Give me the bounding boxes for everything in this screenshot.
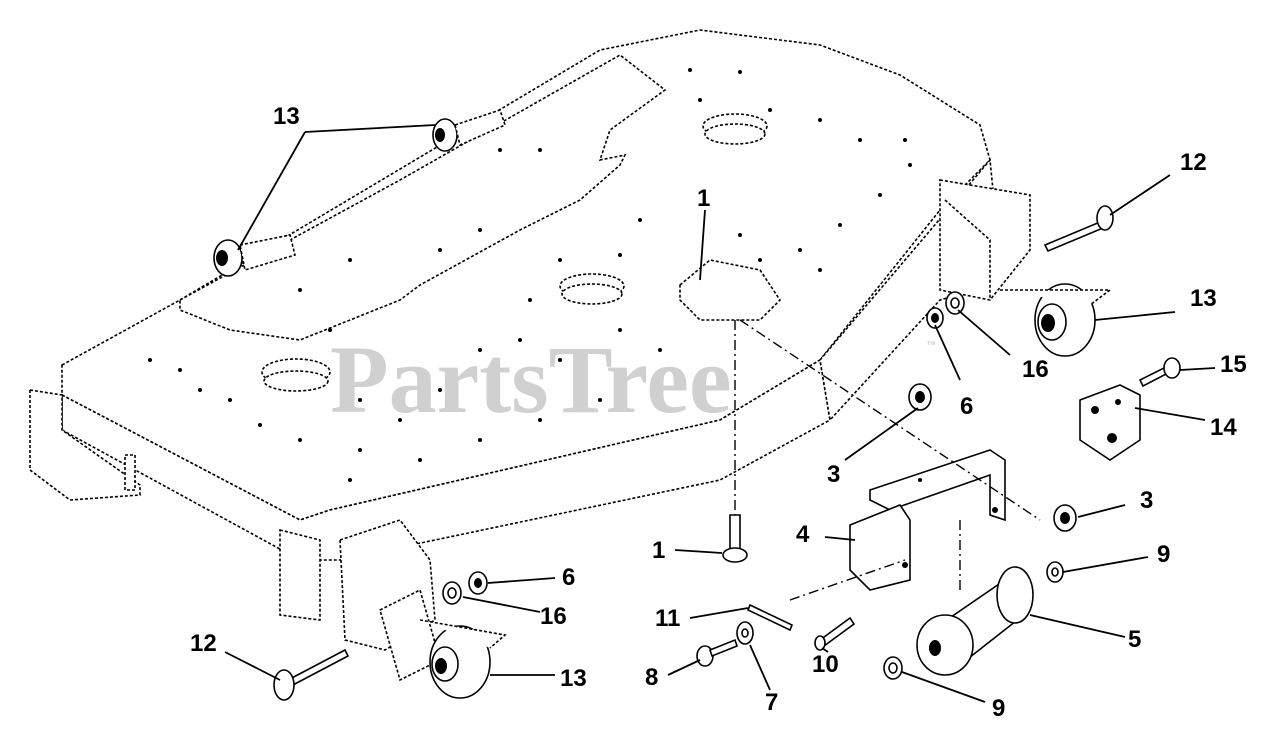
screw-15 [1138, 357, 1181, 388]
pin-10 [814, 616, 856, 651]
roller-5 [916, 566, 1034, 676]
left-nut-6 [468, 571, 488, 595]
callout-1-bottom: 1 [652, 537, 665, 564]
right-nut [926, 307, 944, 329]
watermark-trademark: ™ [926, 340, 936, 351]
right-wheel-bracket [939, 179, 1031, 301]
callout-1-top: 1 [697, 185, 710, 212]
washer-9-top [1046, 561, 1064, 583]
callout-16-left: 16 [540, 603, 567, 630]
right-wheel [1000, 283, 1113, 357]
callout-3-right: 3 [1140, 487, 1153, 514]
nut-3-top [908, 383, 932, 411]
washer-7 [736, 621, 754, 645]
callout-13-top: 13 [273, 103, 300, 130]
left-wheel [419, 619, 507, 699]
right-bolt [1043, 205, 1114, 253]
callout-5: 5 [1128, 626, 1141, 653]
callout-8: 8 [645, 664, 658, 691]
callout-6-left: 6 [562, 564, 575, 591]
callout-16-right: 16 [1022, 356, 1049, 383]
callout-12-right: 12 [1180, 149, 1207, 176]
callouts: 13 1 12 13 16 6 15 14 3 3 4 1 9 6 16 11 … [190, 103, 1247, 722]
left-bolt-12 [273, 648, 350, 701]
washer-9-bottom [883, 656, 903, 680]
rear-wheel-upper [432, 108, 506, 152]
plate-14 [1079, 384, 1141, 461]
bolt-1-top [679, 259, 782, 321]
watermark-text: PartsTree [330, 326, 732, 433]
cotter-pin-11 [746, 603, 794, 632]
bolt-1-bottom [722, 514, 748, 563]
callout-13-bottom: 13 [560, 665, 587, 692]
callout-12-left: 12 [190, 630, 217, 657]
nut-3-right [1053, 504, 1077, 532]
bolt-8 [696, 638, 738, 667]
left-wheel-bracket [339, 519, 441, 682]
right-washer [945, 291, 965, 315]
callout-6-right: 6 [960, 393, 973, 420]
callout-11: 11 [655, 605, 680, 632]
callout-13-right: 13 [1190, 285, 1217, 312]
center-lines [734, 319, 1041, 601]
callout-14: 14 [1210, 414, 1237, 441]
mower-deck [29, 29, 996, 621]
callout-9-bottom: 9 [992, 695, 1005, 722]
rear-wheel-lower [213, 234, 296, 277]
left-washer-16 [442, 581, 462, 605]
callout-3-left: 3 [827, 461, 840, 488]
callout-4: 4 [796, 521, 810, 548]
callout-15: 15 [1220, 351, 1247, 378]
callout-7: 7 [765, 689, 778, 716]
callout-10: 10 [812, 651, 839, 678]
callout-9-top: 9 [1157, 541, 1170, 568]
leader-lines [224, 124, 1216, 703]
roller-bracket-4 [849, 449, 1006, 591]
